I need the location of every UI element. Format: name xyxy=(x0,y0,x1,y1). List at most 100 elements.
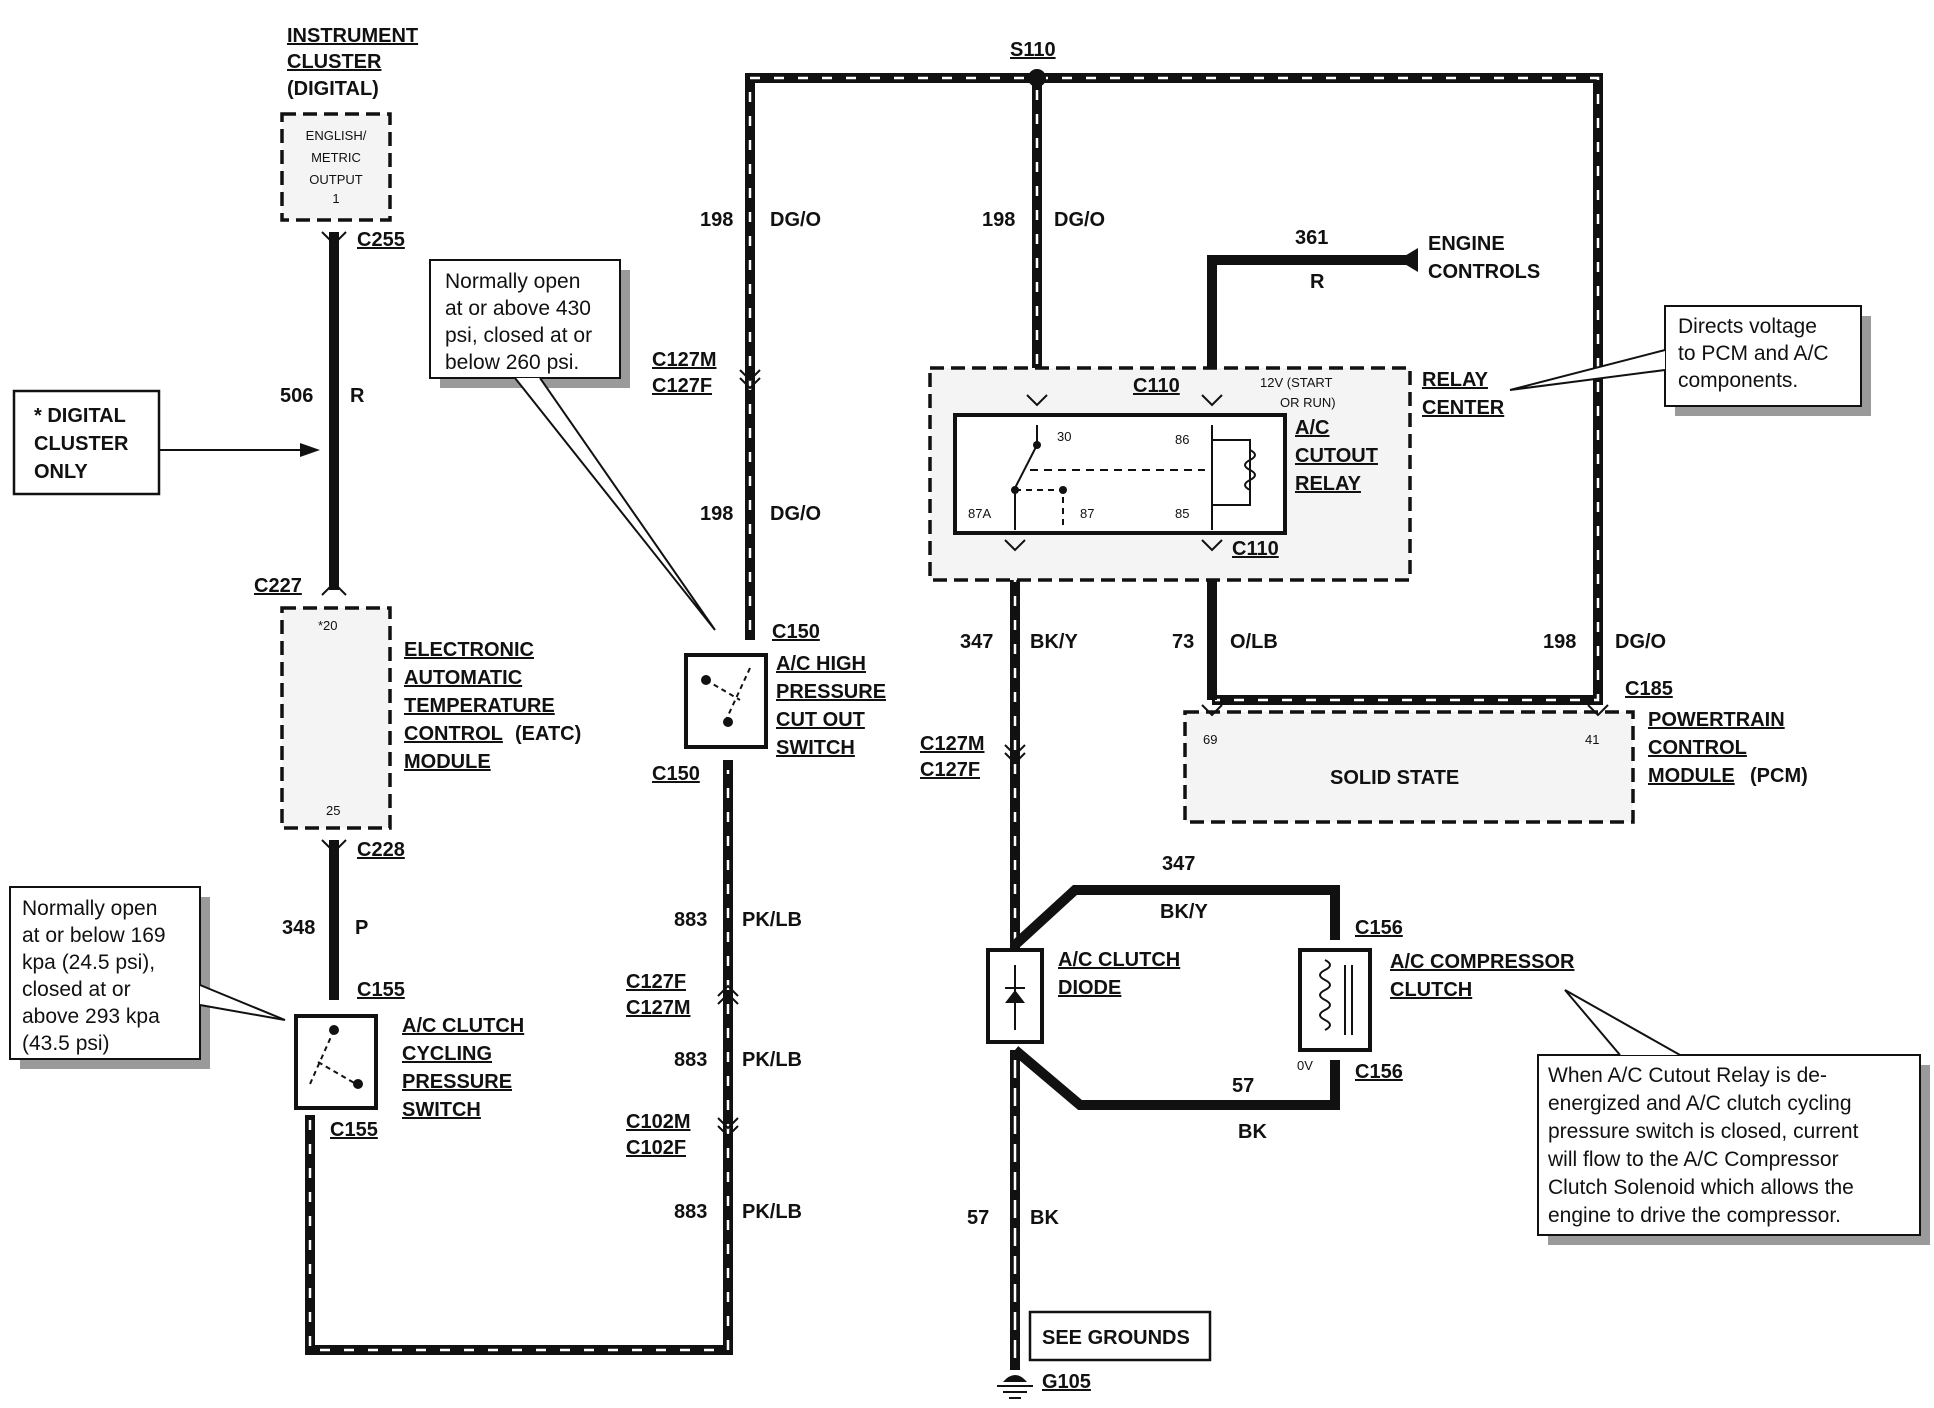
wire-883-1-number: 883 xyxy=(674,909,707,931)
cycling-note-line-5: above 293 kpa xyxy=(22,1005,160,1028)
connector-c156-top: C156 xyxy=(1355,917,1403,939)
pcm-center: SOLID STATE xyxy=(1330,767,1459,789)
wire-57-bottom-number: 57 xyxy=(967,1207,989,1229)
switch-contact-icon xyxy=(353,1079,363,1089)
eatc-line-5: MODULE xyxy=(404,751,491,773)
relay-center-note-pointer xyxy=(1509,349,1666,391)
wire-883-2-color: PK/LB xyxy=(742,1049,802,1071)
connector-c127m-1: C127M xyxy=(652,349,716,371)
eatc-line-4b: (EATC) xyxy=(515,723,581,745)
connector-c127f-1: C127F xyxy=(652,375,712,397)
high-pressure-note-box xyxy=(429,259,621,379)
diode-line-1: A/C CLUTCH xyxy=(1058,949,1180,971)
connector-c227: C227 xyxy=(254,575,302,597)
ground-label: G105 xyxy=(1042,1371,1091,1393)
hp-switch-line-2: PRESSURE xyxy=(776,681,886,703)
diode-line-2: DIODE xyxy=(1058,977,1121,999)
connector-c228-icon xyxy=(321,839,347,854)
wire-361 xyxy=(1207,255,1412,400)
cluster-inner-4: 1 xyxy=(332,191,339,206)
see-grounds-button[interactable]: SEE GROUNDS xyxy=(1028,1310,1212,1362)
relay-center-line-2: CENTER xyxy=(1422,397,1505,419)
cutout-note-pointer xyxy=(1564,989,1681,1056)
splice-s110 xyxy=(1028,69,1046,87)
connector-c110-bottom-icon xyxy=(1004,539,1223,552)
cutout-relay-line-2: CUTOUT xyxy=(1295,445,1378,467)
cluster-box xyxy=(280,112,392,222)
connector-c127m-3: C127M xyxy=(920,733,984,755)
cluster-title-2: CLUSTER xyxy=(287,51,382,73)
cutout-relay-box xyxy=(953,413,1287,535)
splice-s110-label: S110 xyxy=(1010,39,1056,61)
wire-198-mid-number: 198 xyxy=(982,209,1015,231)
connector-c255: C255 xyxy=(357,229,405,251)
switch-pivot-icon xyxy=(329,1025,339,1035)
relay-pin-30: 30 xyxy=(1057,429,1071,444)
connector-c102f: C102F xyxy=(626,1137,686,1159)
wire-57 xyxy=(1011,1046,1340,1110)
cutout-relay-line-1: A/C xyxy=(1295,417,1329,439)
relay-pin-87a: 87A xyxy=(968,506,991,521)
compressor-clutch-box xyxy=(1298,948,1372,1052)
hp-note-line-2: at or above 430 xyxy=(445,297,591,320)
wire-883-3-color: PK/LB xyxy=(742,1201,802,1223)
cutout-note-callout: When A/C Cutout Relay is de- energized a… xyxy=(1537,989,1930,1245)
cycling-switch-line-3: PRESSURE xyxy=(402,1071,512,1093)
pcm-line-3: MODULE xyxy=(1648,765,1735,787)
eatc-line-2: AUTOMATIC xyxy=(404,667,522,689)
relay-coil-wire xyxy=(1211,425,1251,530)
ac-compressor-clutch: A/C COMPRESSOR CLUTCH 0V xyxy=(1297,948,1575,1073)
wire-506-color: R xyxy=(350,385,365,407)
cycling-note-callout: Normally open at or below 169 kpa (24.5 … xyxy=(9,886,286,1069)
wire-198-left-color: DG/O xyxy=(770,209,821,231)
wire-883-3-number: 883 xyxy=(674,1201,707,1223)
connector-c102m: C102M xyxy=(626,1111,690,1133)
high-pressure-note-callout: Normally open at or above 430 psi, close… xyxy=(429,259,716,631)
wire-883-1-color: PK/LB xyxy=(742,909,802,931)
connector-c255-icon xyxy=(321,231,347,246)
cluster-inner-2: METRIC xyxy=(311,150,361,165)
relay-pivot-icon xyxy=(1033,441,1041,449)
connector-c127-3-icon xyxy=(1004,744,1026,765)
digital-cluster-line-3: ONLY xyxy=(34,461,88,483)
high-pressure-note-pointer xyxy=(514,377,716,631)
wire-347-number: 347 xyxy=(960,631,993,653)
wire-73-color: O/LB xyxy=(1230,631,1278,653)
cutout-note-line-1: When A/C Cutout Relay is de- xyxy=(1548,1064,1827,1087)
engine-controls-arrow-icon xyxy=(1398,248,1418,272)
compressor-line-2: CLUTCH xyxy=(1390,979,1472,1001)
compressor-volt: 0V xyxy=(1297,1058,1313,1073)
cycling-note-box xyxy=(9,886,201,1060)
relay-switch-arm xyxy=(1014,425,1038,530)
wire-347-branch xyxy=(1011,885,1340,949)
wire-506-number: 506 xyxy=(280,385,313,407)
eatc-line-4: CONTROL xyxy=(404,723,503,745)
connector-c110-bottom: C110 xyxy=(1232,538,1279,560)
wire-198-mid-color: DG/O xyxy=(1054,209,1105,231)
connector-c150-bottom: C150 xyxy=(652,763,700,785)
wire-361-number: 361 xyxy=(1295,227,1328,249)
cluster-inner-3: OUTPUT xyxy=(309,172,363,187)
relay-center-line-1: RELAY xyxy=(1422,369,1489,391)
relay-pin-87: 87 xyxy=(1080,506,1094,521)
see-grounds-box[interactable] xyxy=(1028,1310,1212,1362)
cycling-switch-line-4: SWITCH xyxy=(402,1099,481,1121)
eatc-pin-top: *20 xyxy=(318,618,338,633)
cluster-title-3: (DIGITAL) xyxy=(287,78,379,100)
wire-198-right-number: 198 xyxy=(1543,631,1576,653)
wire-198-right-color: DG/O xyxy=(1615,631,1666,653)
relay-87-path xyxy=(1015,489,1064,530)
cycling-note-line-2: at or below 169 xyxy=(22,924,166,947)
pcm-box xyxy=(1183,710,1635,824)
digital-cluster-line-1: * DIGITAL xyxy=(34,405,126,427)
hp-note-line-1: Normally open xyxy=(445,270,580,293)
ground-symbol-icon xyxy=(997,1375,1033,1399)
wire-198-left-number: 198 xyxy=(700,209,733,231)
pcm-line-1: POWERTRAIN xyxy=(1648,709,1785,731)
hp-switch-pivot-icon xyxy=(701,675,711,685)
wires xyxy=(305,73,1603,1370)
cutout-note-line-5: Clutch Solenoid which allows the xyxy=(1548,1176,1854,1199)
relay-power-2: OR RUN) xyxy=(1280,395,1336,410)
hp-switch-line-3: CUT OUT xyxy=(776,709,865,731)
